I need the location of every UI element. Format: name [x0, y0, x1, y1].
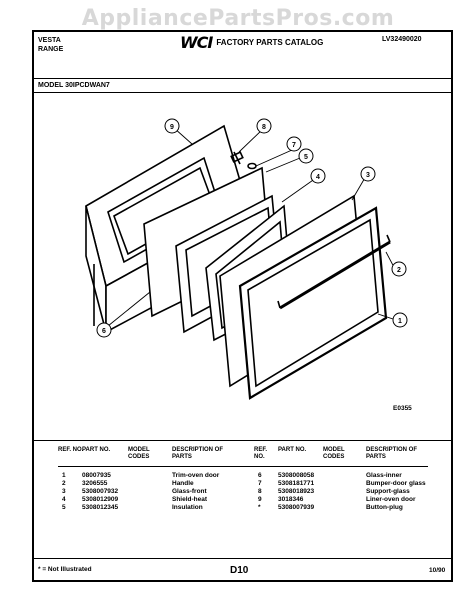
catalog-number: LV32490020 — [382, 36, 422, 43]
table-row: 4 — [62, 496, 66, 503]
th-part-right: PART NO. — [278, 447, 307, 453]
table-top-rule — [32, 440, 453, 441]
svg-text:6: 6 — [102, 328, 106, 335]
part-number: 5308181771 — [278, 480, 315, 487]
svg-text:8: 8 — [262, 124, 266, 131]
part-description: Support-glass — [366, 488, 410, 495]
table-row: 8 — [258, 488, 262, 495]
footnote: * = Not Illustrated — [38, 566, 92, 573]
part-description: Glass-inner — [366, 472, 402, 479]
wci-logo: WCI — [180, 33, 213, 52]
trim-oven-door-part — [238, 206, 388, 400]
part-number: 3018346 — [278, 496, 304, 503]
part-description: Liner-oven door — [366, 496, 416, 503]
part-number: 3206555 — [82, 480, 108, 487]
callout-7: 7 — [286, 136, 302, 152]
callout-2: 2 — [391, 261, 407, 277]
svg-text:2: 2 — [397, 267, 401, 274]
table-row: 3 — [62, 488, 66, 495]
svg-text:7: 7 — [292, 142, 296, 149]
svg-text:4: 4 — [316, 174, 320, 181]
callout-8: 8 — [256, 118, 272, 134]
th-desc-right: DESCRIPTION OF PARTS — [366, 447, 418, 460]
callout-6: 6 — [96, 322, 112, 338]
svg-text:9: 9 — [170, 124, 174, 131]
model-number: MODEL 30IPCDWAN7 — [38, 82, 110, 89]
callout-4: 4 — [310, 168, 326, 184]
brand-block: VESTA RANGE — [38, 36, 63, 54]
callout-5: 5 — [298, 148, 314, 164]
th-ref-right: REF. NO. — [254, 447, 268, 460]
svg-text:3: 3 — [366, 172, 370, 179]
part-number: 5308007932 — [82, 488, 119, 495]
part-number: 5308008058 — [278, 472, 315, 479]
part-number: 5308012345 — [82, 504, 119, 511]
part-number: 5308012909 — [82, 496, 119, 503]
header-rule — [32, 78, 453, 79]
handle-part — [277, 234, 391, 310]
callout-9: 9 — [164, 118, 180, 134]
part-description: Bumper-door glass — [366, 480, 426, 487]
catalog-date: 10/90 — [429, 567, 446, 574]
part-description: Glass-front — [172, 488, 207, 495]
exploded-door-diagram: 9 8 7 5 4 3 2 1 6 — [85, 118, 408, 400]
th-model-left: MODEL CODES — [128, 447, 150, 460]
watermark: AppliancePartsPros.com — [81, 6, 395, 31]
page-number: D10 — [230, 565, 249, 576]
table-row: 5 — [62, 504, 66, 511]
th-desc-left: DESCRIPTION OF PARTS — [172, 447, 224, 460]
part-number: 08007935 — [82, 472, 111, 479]
th-part-left: PART NO. — [82, 447, 111, 453]
brand-line1: VESTA — [38, 37, 61, 44]
catalog-header: WCI FACTORY PARTS CATALOG — [180, 33, 323, 52]
part-description: Button-plug — [366, 504, 403, 511]
table-row: 6 — [258, 472, 262, 479]
table-row: 9 — [258, 496, 262, 503]
table-row: 2 — [62, 480, 66, 487]
footer-rule — [32, 558, 453, 559]
table-row: * — [258, 504, 261, 511]
part-description: Handle — [172, 480, 194, 487]
part-description: Insulation — [172, 504, 203, 511]
callout-1: 1 — [392, 312, 408, 328]
table-header-rule — [58, 466, 428, 467]
svg-text:1: 1 — [398, 318, 402, 325]
catalog-title: FACTORY PARTS CATALOG — [216, 38, 324, 47]
support-glass-clip-part — [230, 151, 244, 165]
th-model-right: MODEL CODES — [323, 447, 345, 460]
th-ref-left: REF. NO. — [58, 447, 84, 453]
svg-text:5: 5 — [304, 154, 308, 161]
part-number: 5308018923 — [278, 488, 315, 495]
part-description: Shield-heat — [172, 496, 208, 503]
page-frame — [32, 30, 453, 582]
model-rule — [32, 92, 453, 93]
callout-3: 3 — [360, 166, 376, 182]
brand-line2: RANGE — [38, 46, 64, 53]
diagram-code: E0355 — [393, 405, 412, 412]
bumper-part — [247, 162, 257, 170]
table-row: 7 — [258, 480, 262, 487]
part-number: 5308007939 — [278, 504, 315, 511]
part-description: Trim-oven door — [172, 472, 220, 479]
table-row: 1 — [62, 472, 66, 479]
